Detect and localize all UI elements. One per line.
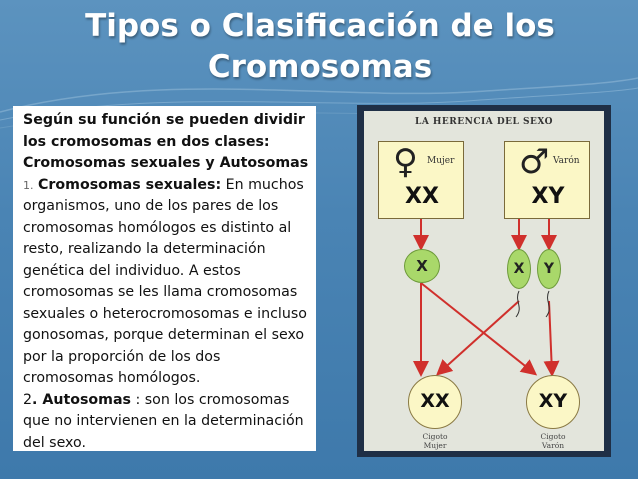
diagram-title: LA HERENCIA DEL SEXO — [414, 117, 553, 127]
item1-term: Cromosomas sexuales: — [38, 176, 222, 193]
gamete-x-female: X — [404, 249, 440, 283]
classes-text: Cromosomas sexuales y Autosomas — [23, 155, 309, 171]
female-box: ♀ Mujer XX — [378, 141, 464, 219]
zygote-female-label-1: Cigoto — [422, 432, 448, 441]
intro-text: Según su función se pueden dividir los c… — [23, 112, 305, 150]
male-chromosomes: XY — [531, 184, 565, 209]
female-label: Mujer — [427, 156, 455, 166]
item2-number: 2 — [23, 391, 33, 408]
male-label: Varón — [553, 156, 580, 166]
zygote-female-label: Cigoto Mujer — [400, 432, 470, 450]
zygote-male-label: Cigoto Varón — [518, 432, 588, 450]
zygote-male-label-1: Cigoto — [540, 432, 566, 441]
zygote-female-label-2: Mujer — [423, 441, 447, 450]
text-content-box: Según su función se pueden dividir los c… — [13, 106, 316, 451]
zygote-female: XX — [408, 375, 462, 429]
item2-body: : son los cromosomas que no intervienen … — [23, 391, 304, 451]
item1-number: 1. — [23, 178, 34, 192]
gamete-x-male: X — [507, 249, 531, 289]
item2-term: . Autosomas — [32, 391, 131, 408]
inheritance-arrows — [413, 219, 560, 377]
diagram-image-frame: LA HERENCIA DEL SEXO ♀ Mujer XX ♂ Varón … — [357, 105, 611, 457]
gamete-y-male: Y — [537, 249, 561, 289]
female-symbol-icon: ♀ — [393, 142, 418, 182]
sex-inheritance-diagram: LA HERENCIA DEL SEXO ♀ Mujer XX ♂ Varón … — [364, 111, 604, 451]
intro-paragraph: Según su función se pueden dividir los c… — [23, 110, 310, 454]
male-box: ♂ Varón XY — [504, 141, 590, 219]
slide-title: Tipos o Clasificación de los Cromosomas — [85, 8, 555, 85]
item1-body: En muchos organismos, uno de los pares d… — [23, 176, 307, 387]
zygote-male-label-2: Varón — [541, 441, 565, 450]
male-symbol-icon: ♂ — [519, 142, 550, 182]
female-chromosomes: XX — [405, 184, 439, 209]
zygote-male: XY — [526, 375, 580, 429]
